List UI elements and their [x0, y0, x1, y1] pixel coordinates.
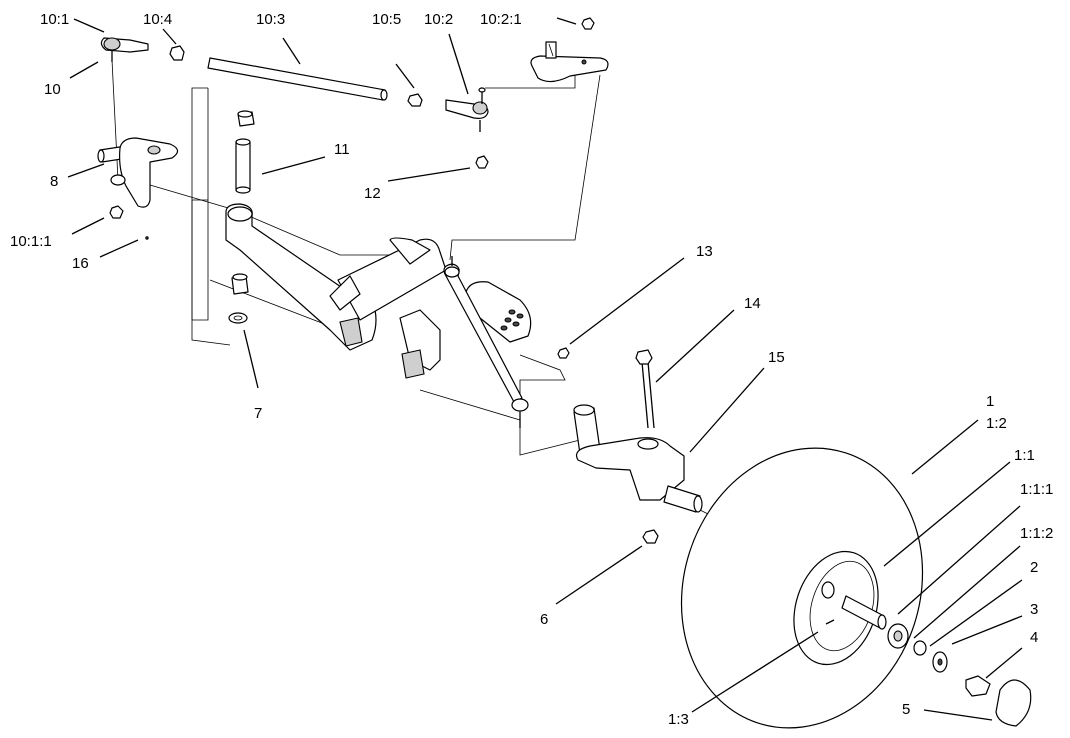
left-spindle-nut — [109, 205, 124, 219]
label-2: 2 — [1030, 559, 1038, 576]
tie-rod-assembly — [100, 37, 489, 169]
label-10-1-1: 10:1:1 — [10, 233, 52, 250]
tie-rod-nut — [475, 155, 489, 169]
steering-arm — [530, 17, 609, 83]
label-1-1-1: 1:1:1 — [1020, 481, 1053, 498]
label-6: 6 — [540, 611, 548, 628]
label-1-1: 1:1 — [1014, 447, 1035, 464]
label-1-1-2: 1:1:2 — [1020, 525, 1053, 542]
label-13: 13 — [696, 243, 713, 260]
front-wheel — [680, 447, 1032, 729]
label-1: 1 — [986, 393, 994, 410]
label-10-4: 10:4 — [143, 11, 172, 28]
hub-cap — [995, 679, 1032, 727]
label-16: 16 — [72, 255, 89, 272]
callout-labels: 10:1 10:4 10:3 10:5 10:2 10:2:1 10 11 12… — [10, 11, 1053, 728]
label-10-5: 10:5 — [372, 11, 401, 28]
label-3: 3 — [1030, 601, 1038, 618]
right-spindle — [573, 349, 703, 544]
tire — [680, 447, 924, 729]
label-14: 14 — [744, 295, 761, 312]
label-8: 8 — [50, 173, 58, 190]
label-10-2-1: 10:2:1 — [480, 11, 522, 28]
label-1-2: 1:2 — [986, 415, 1007, 432]
thrust-washer — [228, 312, 248, 324]
jam-nut-left — [169, 45, 185, 61]
label-12: 12 — [364, 185, 381, 202]
label-10-1: 10:1 — [40, 11, 69, 28]
tie-rod-tube — [207, 57, 386, 101]
steering-arm-nut — [581, 17, 595, 30]
wheel-washer — [913, 640, 927, 656]
pivot-bushings — [228, 110, 255, 324]
left-spindle — [97, 137, 179, 240]
label-15: 15 — [768, 349, 785, 366]
label-10-2: 10:2 — [424, 11, 453, 28]
label-7: 7 — [254, 405, 262, 422]
jam-nut-right — [407, 93, 423, 107]
leader-lines — [67, 17, 1023, 721]
wheel-bolt — [965, 675, 991, 697]
front-axle — [225, 203, 532, 379]
label-1-3: 1:3 — [668, 711, 689, 728]
label-10: 10 — [44, 81, 61, 98]
label-4: 4 — [1030, 629, 1038, 646]
drag-link — [443, 256, 570, 428]
spindle-nut — [642, 529, 659, 544]
label-11: 11 — [334, 141, 350, 158]
label-5: 5 — [902, 701, 910, 718]
label-10-3: 10:3 — [256, 11, 285, 28]
